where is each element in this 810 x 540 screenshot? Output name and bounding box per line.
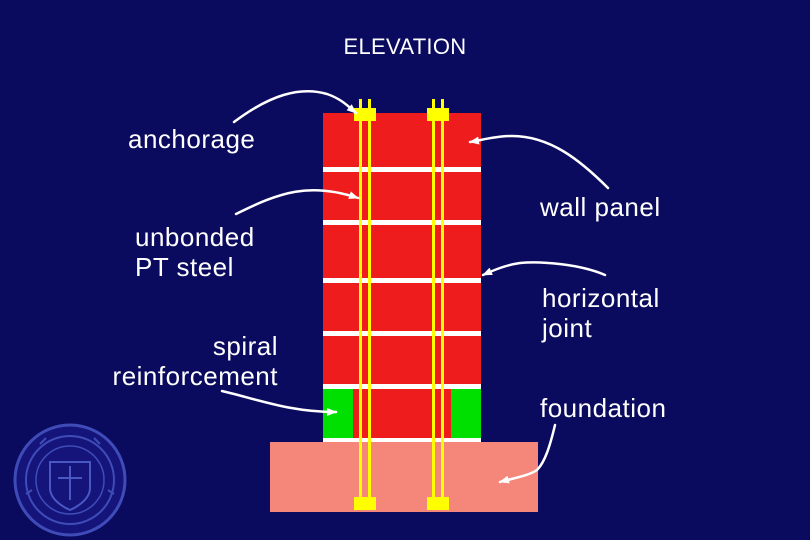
wall-panel-5 bbox=[323, 336, 481, 384]
foundation-block bbox=[270, 442, 538, 512]
spiral-zone-left bbox=[323, 389, 353, 438]
spiral-zone-right bbox=[451, 389, 481, 438]
horizontal-joint bbox=[323, 167, 481, 172]
anchorage-top-left bbox=[354, 99, 376, 121]
anchorage-top-right bbox=[427, 99, 449, 121]
horizontal-joint-label: horizontal joint bbox=[542, 283, 660, 343]
university-seal-logo bbox=[13, 423, 127, 537]
horizontal-joint bbox=[323, 438, 481, 442]
wall-panel-2 bbox=[323, 172, 481, 220]
horizontal-joint bbox=[323, 384, 481, 389]
pt-steel-bar-left bbox=[359, 110, 371, 502]
horizontal-joints bbox=[323, 167, 481, 442]
anchorage-arrow bbox=[232, 90, 358, 124]
unbonded-pt-steel-label: unbonded PT steel bbox=[135, 222, 255, 282]
unbonded-pt-steel-arrow bbox=[234, 188, 360, 216]
anchorage-bottom-right bbox=[427, 497, 449, 510]
wall-panel-arrow bbox=[468, 134, 610, 190]
foundation-arrow bbox=[498, 423, 557, 484]
wall-panel-1 bbox=[323, 113, 481, 167]
wall-panel-4 bbox=[323, 283, 481, 331]
horizontal-joint bbox=[323, 331, 481, 336]
wall-panel-3 bbox=[323, 225, 481, 278]
foundation-label: foundation bbox=[540, 393, 667, 423]
wall-panels bbox=[323, 113, 481, 438]
diagram-title: ELEVATION bbox=[343, 34, 467, 59]
anchorage-bottom-left bbox=[354, 497, 376, 510]
pt-steel-bar-right bbox=[432, 110, 444, 502]
spiral-reinforcement-arrow bbox=[220, 389, 338, 416]
horizontal-joint-arrow bbox=[481, 261, 607, 277]
spiral-reinforcement-label: spiral reinforcement bbox=[112, 331, 278, 391]
horizontal-joint bbox=[323, 220, 481, 225]
anchorage-label: anchorage bbox=[128, 124, 256, 154]
horizontal-joint bbox=[323, 278, 481, 283]
wall-panel-label: wall panel bbox=[540, 192, 661, 222]
